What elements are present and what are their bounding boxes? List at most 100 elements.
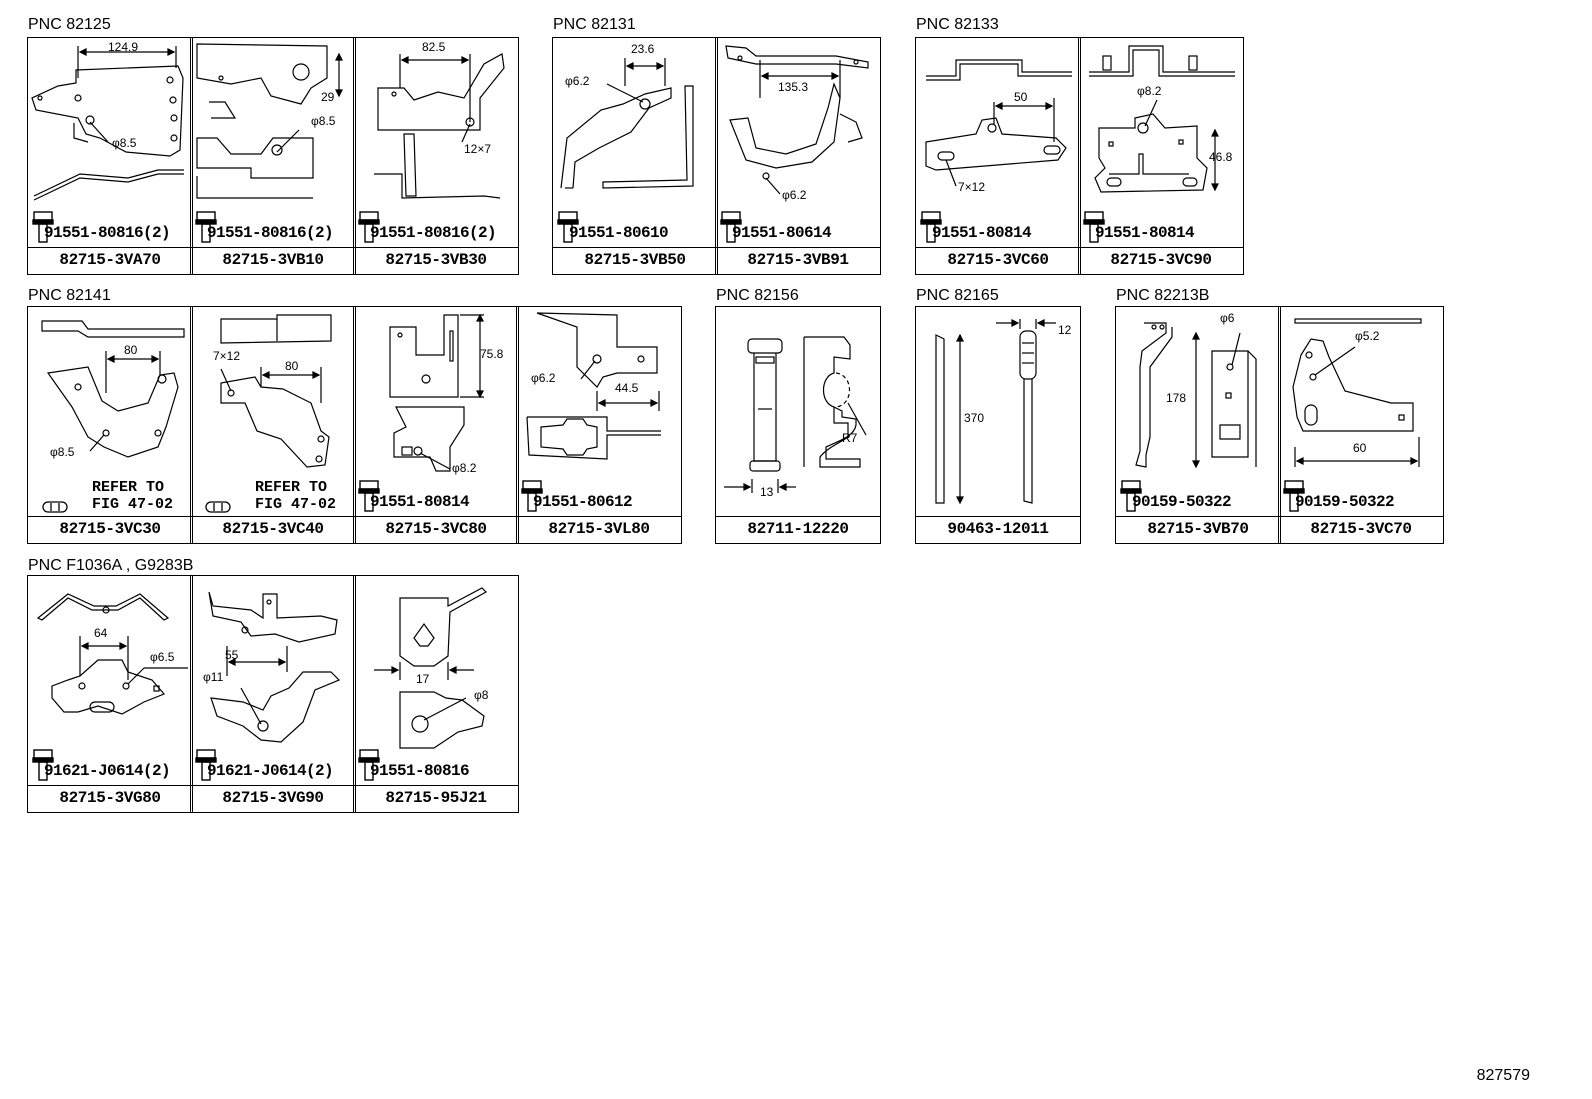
group-title-82131: PNC 82131: [553, 16, 636, 33]
part-number[interactable]: 82715-3VB70: [1116, 516, 1280, 543]
bracket-drawing: 50 7×12: [916, 38, 1079, 248]
part-cell[interactable]: φ8.2 46.8 91551-80814 82715-3VC90: [1078, 37, 1244, 275]
dimension-label: 46.8: [1209, 150, 1233, 164]
bolt-part-number: 91551-80612: [533, 493, 633, 511]
dimension-label: 55: [225, 648, 239, 662]
part-cell[interactable]: 60 φ5.2 90159-50322 82715-3VC70: [1278, 306, 1444, 544]
part-cell[interactable]: 23.6 φ6.2 91551-80610 82715-3VB50: [552, 37, 718, 275]
flange-bolt-icon: [358, 480, 380, 512]
dimension-label: 75.8: [480, 347, 504, 361]
part-cell[interactable]: 80 7×12 REFER TO FIG 47-02 82715-3VC40: [190, 306, 356, 544]
dimension-label: φ6.5: [150, 650, 175, 664]
bolt-part-number: 91551-80814: [1095, 224, 1195, 242]
part-cell[interactable]: 124.9 φ8.5 91551-80816(2) 82715-3VA70: [27, 37, 193, 275]
part-cell[interactable]: 75.8 φ8.2 91551-80814 82715-3VC80: [353, 306, 519, 544]
dimension-label: φ11: [203, 670, 224, 684]
dimension-label: φ8: [474, 688, 489, 702]
bracket-drawing: 23.6 φ6.2: [553, 38, 716, 248]
dimension-label: 124.9: [108, 40, 139, 54]
flange-bolt-icon: [358, 749, 380, 781]
dimension-label: 7×12: [213, 349, 241, 363]
part-number[interactable]: 82715-3VG90: [191, 785, 355, 812]
dimension-label: φ8.5: [112, 136, 137, 150]
part-number[interactable]: 82715-3VL80: [517, 516, 681, 543]
bolt-part-number: 91551-80814: [932, 224, 1032, 242]
dimension-label: 80: [124, 343, 138, 357]
bracket-drawing: 64 φ6.5: [28, 576, 191, 786]
part-number[interactable]: 82715-3VA70: [28, 247, 192, 274]
bolt-part-number: 91551-80610: [569, 224, 669, 242]
dimension-label: φ6.2: [565, 74, 590, 88]
part-cell[interactable]: 80 φ8.5 REFER TO FIG 47-02 82715-3VC30: [27, 306, 193, 544]
bolt-part-number: 91551-80814: [370, 493, 470, 511]
bracket-drawing: 60 φ5.2: [1279, 307, 1442, 517]
dimension-label: 17: [416, 672, 430, 686]
dimension-label: 64: [94, 626, 108, 640]
dimension-label: φ6: [1220, 311, 1235, 325]
dimension-label: φ8.5: [311, 114, 336, 128]
dimension-label: 7×12: [958, 180, 986, 194]
part-number[interactable]: 82715-3VB91: [716, 247, 880, 274]
bracket-drawing: 124.9 φ8.5: [28, 38, 191, 248]
bolt-part-number: 91551-80816(2): [44, 224, 171, 242]
part-cell[interactable]: 178 φ6 90159-50322 82715-3VB70: [1115, 306, 1281, 544]
part-number[interactable]: 82715-95J21: [354, 785, 518, 812]
part-number[interactable]: 82711-12220: [716, 516, 880, 543]
bracket-drawing: 135.3 φ6.2: [716, 38, 879, 248]
dimension-label: R7: [842, 431, 858, 445]
flange-bolt-icon: [521, 480, 543, 512]
dimension-label: 12: [1058, 323, 1072, 337]
bracket-drawing: 80 φ8.5: [28, 307, 191, 517]
part-cell[interactable]: 64 φ6.5 91621-J0614(2) 82715-3VG80: [27, 575, 193, 813]
part-cell[interactable]: 82.5 12×7 91551-80816(2) 82715-3VB30: [353, 37, 519, 275]
part-cell[interactable]: 50 7×12 91551-80814 82715-3VC60: [915, 37, 1081, 275]
bolt-part-number: 91551-80816(2): [207, 224, 334, 242]
part-number[interactable]: 82715-3VG80: [28, 785, 192, 812]
part-cell[interactable]: 55 φ11 91621-J0614(2) 82715-3VG90: [190, 575, 356, 813]
part-cell[interactable]: 17 φ8 91551-80816 82715-95J21: [353, 575, 519, 813]
part-cell[interactable]: φ6.2 44.5 91551-80612 82715-3VL80: [516, 306, 682, 544]
refer-note: REFER TO FIG 47-02: [92, 479, 174, 513]
part-cell[interactable]: 135.3 φ6.2 91551-80614 82715-3VB91: [715, 37, 881, 275]
bracket-drawing: 75.8 φ8.2: [354, 307, 517, 517]
group-title-82133: PNC 82133: [916, 16, 999, 33]
part-number[interactable]: 82715-3VC60: [916, 247, 1080, 274]
part-number[interactable]: 82715-3VC30: [28, 516, 192, 543]
part-number[interactable]: 82715-3VB50: [553, 247, 717, 274]
dimension-label: φ8.2: [1137, 84, 1162, 98]
group-title-82213b: PNC 82213B: [1116, 287, 1210, 304]
part-number[interactable]: 82715-3VC70: [1279, 516, 1443, 543]
flange-bolt-icon: [1120, 480, 1142, 512]
bolt-part-number: 90159-50322: [1295, 493, 1395, 511]
dimension-label: 82.5: [422, 40, 446, 54]
bolt-part-number: 90159-50322: [1132, 493, 1232, 511]
part-number[interactable]: 82715-3VB10: [191, 247, 355, 274]
bolt-part-number: 91621-J0614(2): [44, 762, 171, 780]
clip-icon: [42, 501, 68, 513]
refer-note: REFER TO FIG 47-02: [255, 479, 337, 513]
dimension-label: φ5.2: [1355, 329, 1380, 343]
part-cell[interactable]: 12 370 90463-12011: [915, 306, 1081, 544]
bracket-drawing: 80 7×12: [191, 307, 354, 517]
flange-bolt-icon: [195, 211, 217, 243]
part-cell[interactable]: 29 φ8.5 91551-80816(2) 82715-3VB10: [190, 37, 356, 275]
dimension-label: φ6.2: [782, 188, 807, 202]
bracket-drawing: 178 φ6: [1116, 307, 1279, 517]
part-number[interactable]: 82715-3VC80: [354, 516, 518, 543]
part-number[interactable]: 90463-12011: [916, 516, 1080, 543]
flange-bolt-icon: [195, 749, 217, 781]
part-number[interactable]: 82715-3VC40: [191, 516, 355, 543]
bracket-drawing: 55 φ11: [191, 576, 354, 786]
dimension-label: 50: [1014, 90, 1028, 104]
diagram-id: 827579: [1476, 1067, 1530, 1084]
part-number[interactable]: 82715-3VC90: [1079, 247, 1243, 274]
cable-tie-drawing: 12 370: [916, 307, 1079, 517]
part-cell[interactable]: 13 R7 82711-12220: [715, 306, 881, 544]
part-number[interactable]: 82715-3VB30: [354, 247, 518, 274]
dimension-label: φ8.2: [452, 461, 477, 475]
dimension-label: 80: [285, 359, 299, 373]
flange-bolt-icon: [720, 211, 742, 243]
dimension-label: 23.6: [631, 42, 655, 56]
bracket-drawing: 17 φ8: [354, 576, 517, 786]
group-title-82141: PNC 82141: [28, 287, 111, 304]
